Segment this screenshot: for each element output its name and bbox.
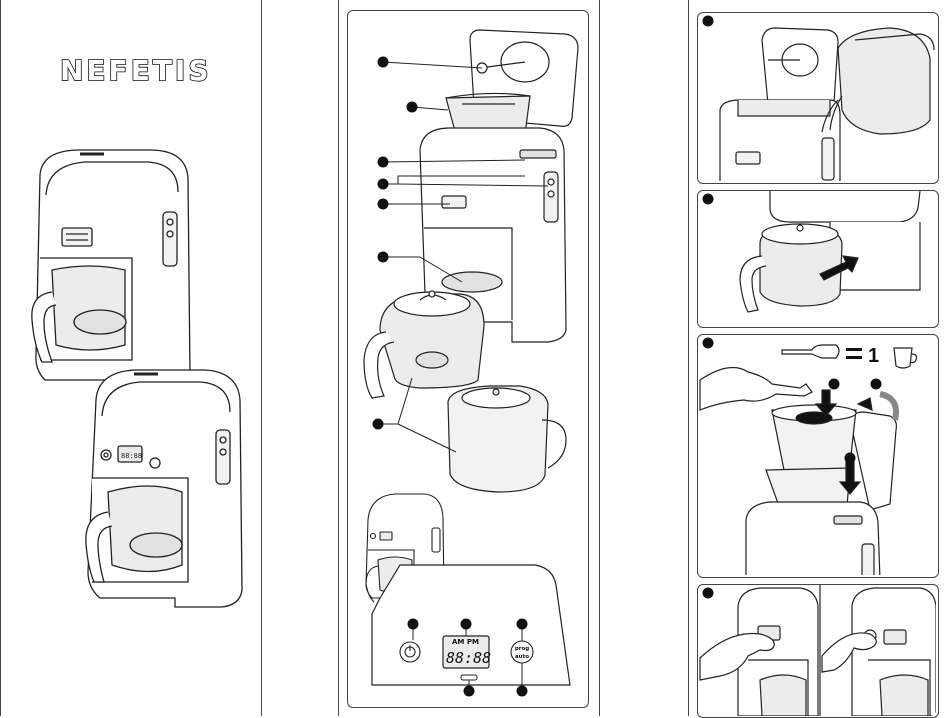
parts-overview-panel [347,10,589,708]
column-divider-2 [261,0,262,716]
coffee-maker-illustrations: 88:88 [0,0,261,716]
column-divider-4 [599,0,600,716]
step-panel-switch-on [697,584,939,718]
step-panel-fill-water [697,12,939,184]
step-panel-add-coffee [697,334,939,578]
column-divider-5 [688,0,689,716]
column-divider-3 [338,0,339,716]
step-panel-insert-carafe [697,190,939,328]
drip-coffee-maker-icon [32,150,190,392]
svg-text:88:88: 88:88 [121,452,142,460]
drip-coffee-maker-icon: 88:88 [86,370,242,607]
